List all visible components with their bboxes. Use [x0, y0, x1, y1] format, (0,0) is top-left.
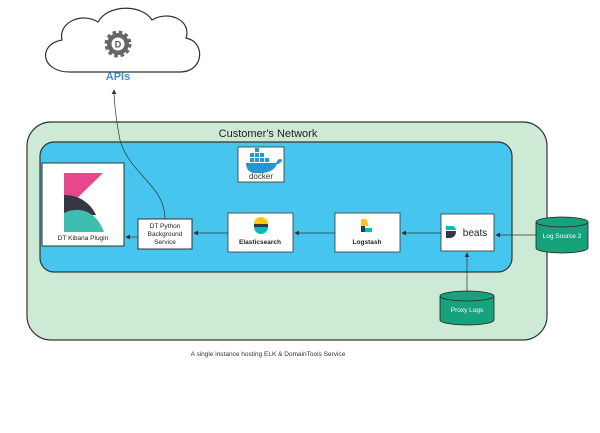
- elasticsearch-label: Elasticsearch: [239, 239, 281, 246]
- python-service-line3: Service: [154, 239, 176, 246]
- logstash-label: Logstash: [353, 239, 382, 246]
- python-service-line2: Background: [148, 231, 183, 238]
- elasticsearch-node: Elasticsearch: [227, 212, 294, 253]
- python-service-line1: DT Python: [150, 223, 181, 230]
- arrow-python-to-apis: [111, 89, 166, 220]
- beats-node: beats: [440, 213, 495, 252]
- kibana-plugin-node: DT Kibana Plugin: [41, 162, 125, 247]
- connectors: [111, 89, 536, 292]
- diagram-caption: A single instance hosting ELK & DomainTo…: [191, 351, 346, 358]
- proxy-logs-database: Proxy Logs: [439, 290, 495, 326]
- elasticsearch-logo-icon: [254, 217, 268, 234]
- gear-icon: D: [104, 30, 132, 58]
- kibana-logo-icon: [64, 173, 104, 232]
- apis-cloud: D APIs: [45, 7, 201, 83]
- docker-label: docker: [249, 172, 273, 181]
- svg-text:D: D: [115, 40, 122, 50]
- proxy-logs-label: Proxy Logs: [451, 307, 484, 314]
- kibana-plugin-label: DT Kibana Plugin: [58, 235, 109, 242]
- apis-label: APIs: [106, 71, 130, 83]
- log-source-label: Log Source 2: [543, 233, 582, 240]
- beats-label: beats: [463, 228, 487, 239]
- logstash-logo-icon: [361, 219, 372, 232]
- logstash-node: Logstash: [334, 212, 401, 253]
- log-source-database: Log Source 2: [535, 216, 589, 254]
- docker-whale-icon: [246, 148, 282, 174]
- customer-network-label: Customer's Network: [219, 128, 318, 140]
- python-service-node: DT Python Background Service: [137, 218, 193, 250]
- beats-logo-icon: [446, 226, 456, 238]
- docker-logo: docker: [237, 146, 285, 183]
